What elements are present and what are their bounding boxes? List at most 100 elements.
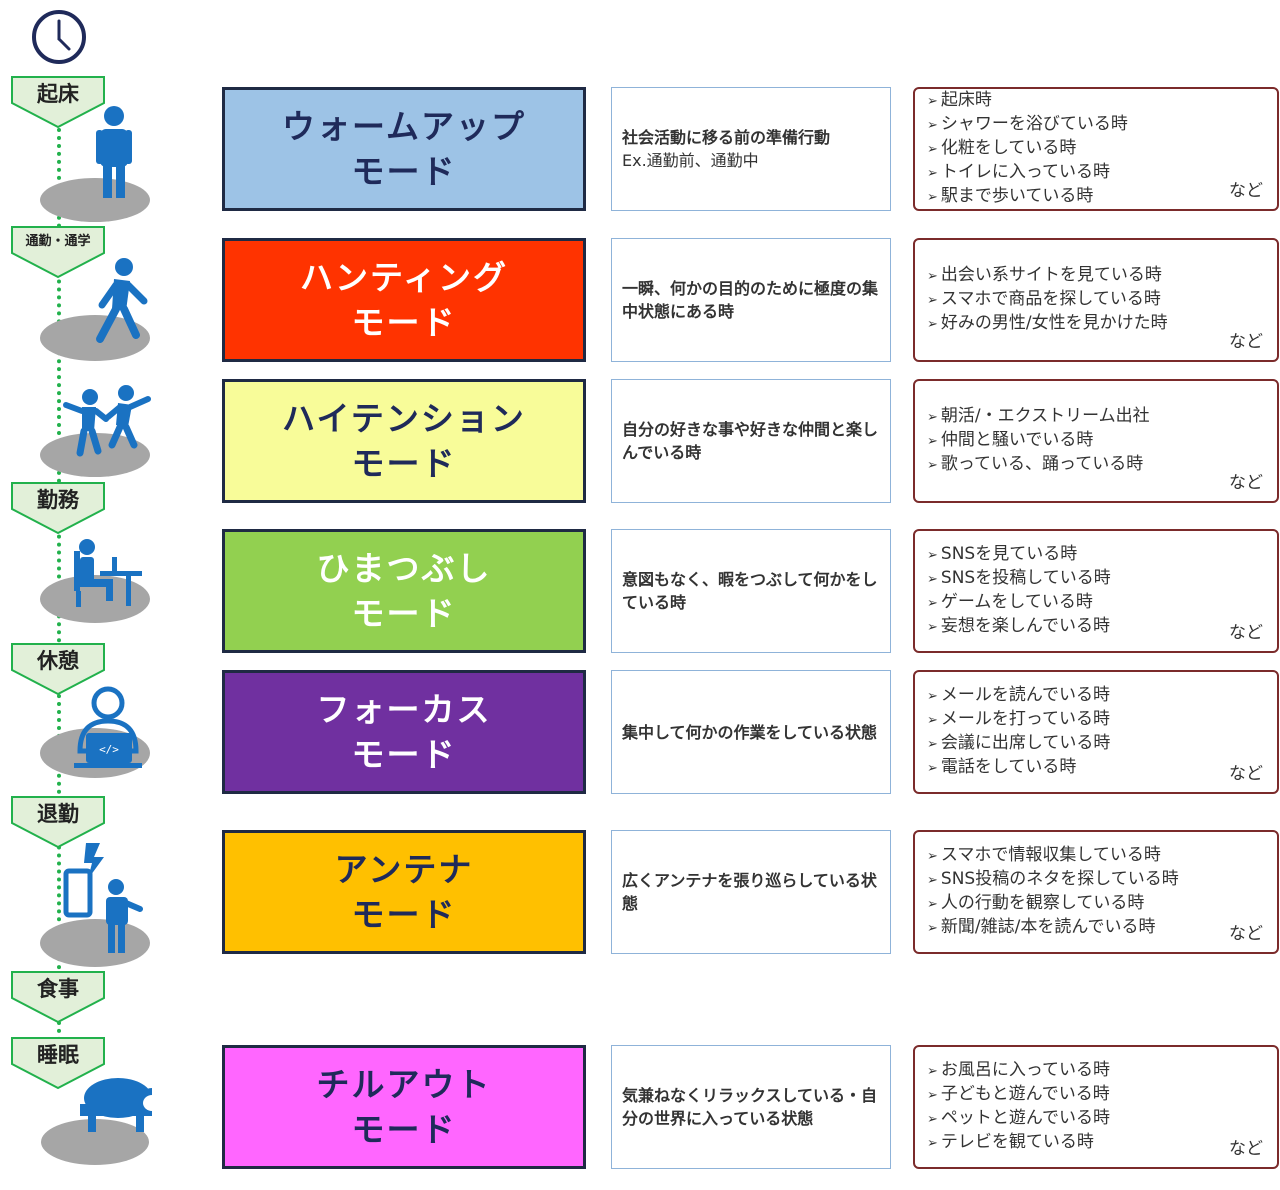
stage-label: 食事	[37, 977, 79, 1001]
sloth-icon	[40, 1060, 152, 1190]
stage-label: 勤務	[37, 488, 79, 512]
stage-label: 通勤・通学	[25, 234, 91, 249]
example-item: ➢仲間と騒いでいる時	[927, 429, 1277, 453]
example-text: シャワーを浴びている時	[940, 114, 1128, 134]
stage-label: 休憩	[37, 649, 79, 673]
description-main: 社会活動に移る前の準備行動	[622, 128, 831, 147]
etc-label: など	[1229, 924, 1263, 944]
example-text: 起床時	[940, 90, 992, 110]
arrow-bullet-icon: ➢	[927, 1088, 938, 1103]
example-item: ➢トイレに入っている時	[927, 161, 1277, 185]
mode-name: フォーカス モード	[316, 690, 492, 774]
examples-box: ➢SNSを見ている時➢SNSを投稿している時➢ゲームをしている時➢妄想を楽しんで…	[913, 529, 1279, 653]
example-list: ➢お風呂に入っている時➢子どもと遊んでいる時➢ペットと遊んでいる時➢テレビを観て…	[915, 1059, 1277, 1155]
mode-name: ひまつぶし モード	[316, 549, 492, 633]
arrow-bullet-icon: ➢	[927, 458, 938, 473]
examples-box: ➢起床時➢シャワーを浴びている時➢化粧をしている時➢トイレに入っている時➢駅まで…	[913, 87, 1279, 211]
stage-tag-meal: 食事	[10, 970, 106, 1024]
example-text: メールを打っている時	[940, 709, 1111, 729]
example-item: ➢SNSを投稿している時	[927, 567, 1277, 591]
mode-description: 広くアンテナを張り巡らしている状態	[611, 830, 891, 954]
example-list: ➢朝活/・エクストリーム出社➢仲間と騒いでいる時➢歌っている、踊っている時	[915, 405, 1277, 477]
arrow-bullet-icon: ➢	[927, 596, 938, 611]
walking-person-icon	[40, 253, 152, 383]
example-text: お風呂に入っている時	[940, 1060, 1111, 1080]
etc-label: など	[1229, 1139, 1263, 1159]
mode-name: ハイテンション モード	[282, 399, 526, 483]
example-item: ➢妄想を楽しんでいる時	[927, 615, 1277, 639]
etc-label: など	[1229, 473, 1263, 493]
examples-box: ➢メールを読んでいる時➢メールを打っている時➢会議に出席している時➢電話をしてい…	[913, 670, 1279, 794]
arrow-bullet-icon: ➢	[927, 118, 938, 133]
stage-tag-leave-work: 退勤	[10, 795, 106, 849]
example-item: ➢駅まで歩いている時	[927, 185, 1277, 209]
example-text: ペットと遊んでいる時	[940, 1108, 1111, 1128]
example-item: ➢会議に出席している時	[927, 732, 1277, 756]
mode-name: チルアウト モード	[316, 1065, 492, 1149]
example-item: ➢お風呂に入っている時	[927, 1059, 1277, 1083]
example-text: 会議に出席している時	[940, 733, 1111, 753]
mode-box-killing-time: ひまつぶし モード	[222, 529, 586, 653]
stage-tag-wake-up: 起床	[10, 75, 106, 129]
stage-tag-break: 休憩	[10, 642, 106, 696]
arrow-bullet-icon: ➢	[927, 410, 938, 425]
example-item: ➢人の行動を観察している時	[927, 892, 1277, 916]
arrow-bullet-icon: ➢	[927, 921, 938, 936]
arrow-bullet-icon: ➢	[927, 761, 938, 776]
smartphone-person-icon	[40, 843, 152, 973]
example-text: トイレに入っている時	[940, 162, 1111, 182]
example-list: ➢スマホで情報収集している時➢SNS投稿のネタを探している時➢人の行動を観察して…	[915, 844, 1277, 940]
example-text: 駅まで歩いている時	[940, 186, 1094, 206]
examples-box: ➢出会い系サイトを見ている時➢スマホで商品を探している時 ➢好みの男性/女性を見か…	[913, 238, 1279, 362]
arrow-bullet-icon: ➢	[927, 166, 938, 181]
arrow-bullet-icon: ➢	[927, 897, 938, 912]
description-main: 意図もなく、暇をつぶして何かをしている時	[622, 570, 878, 612]
dancing-people-icon	[40, 383, 152, 513]
stage-label: 起床	[37, 82, 79, 106]
example-item: ➢子どもと遊んでいる時	[927, 1083, 1277, 1107]
description-main: 一瞬、何かの目的のために極度の集中状態にある時	[622, 279, 879, 321]
arrow-bullet-icon: ➢	[927, 1112, 938, 1127]
example-text: SNS投稿のネタを探している時	[940, 869, 1179, 889]
example-text: 電話をしている時	[940, 757, 1077, 777]
example-item: ➢スマホで商品を探している時	[927, 288, 1277, 312]
mode-description: 集中して何かの作業をしている状態	[611, 670, 891, 794]
arrow-bullet-icon: ➢	[927, 317, 938, 332]
arrow-bullet-icon: ➢	[927, 873, 938, 888]
stage-tag-work: 勤務	[10, 481, 106, 535]
example-list: ➢SNSを見ている時➢SNSを投稿している時➢ゲームをしている時➢妄想を楽しんで…	[915, 543, 1277, 639]
mode-box-focus: フォーカス モード	[222, 670, 586, 794]
etc-label: など	[1229, 623, 1263, 643]
example-text: 新聞/雑誌/本を読んでいる時	[940, 917, 1156, 937]
example-item: ➢SNS投稿のネタを探している時	[927, 868, 1277, 892]
arrow-bullet-icon: ➢	[927, 849, 938, 864]
example-item: ➢起床時	[927, 89, 1277, 113]
mode-name: ハンティング モード	[299, 258, 509, 342]
example-text: スマホで情報収集している時	[940, 845, 1161, 865]
example-item: ➢メールを読んでいる時	[927, 684, 1277, 708]
description-main: 広くアンテナを張り巡らしている状態	[622, 871, 877, 913]
example-list: ➢メールを読んでいる時➢メールを打っている時➢会議に出席している時➢電話をしてい…	[915, 684, 1277, 780]
description-sub: Ex.通勤前、通勤中	[622, 151, 759, 170]
example-item: ➢歌っている、踊っている時	[927, 453, 1277, 477]
example-text: 好みの男性/女性を見かけた時	[940, 313, 1168, 333]
description-main: 集中して何かの作業をしている状態	[622, 722, 878, 742]
examples-box: ➢スマホで情報収集している時➢SNS投稿のネタを探している時➢人の行動を観察して…	[913, 830, 1279, 954]
example-text: 妄想を楽しんでいる時	[940, 616, 1111, 636]
example-item: ➢出会い系サイトを見ている時	[927, 264, 1277, 288]
etc-label: など	[1229, 332, 1263, 352]
stage-tag-sleep: 睡眠	[10, 1036, 106, 1090]
arrow-bullet-icon: ➢	[927, 713, 938, 728]
arrow-bullet-icon: ➢	[927, 190, 938, 205]
mode-name: アンテナ モード	[334, 850, 474, 934]
example-item: ➢メールを打っている時	[927, 708, 1277, 732]
arrow-bullet-icon: ➢	[927, 142, 938, 157]
example-text: 仲間と騒いでいる時	[940, 430, 1094, 450]
example-text: 子どもと遊んでいる時	[940, 1084, 1110, 1104]
example-text: SNSを投稿している時	[940, 568, 1111, 588]
laptop-user-icon: </>	[40, 683, 152, 813]
etc-label: など	[1229, 181, 1263, 201]
example-list: ➢出会い系サイトを見ている時➢スマホで商品を探している時 ➢好みの男性/女性を見か…	[915, 264, 1277, 336]
mode-description: 一瞬、何かの目的のために極度の集中状態にある時	[611, 238, 891, 362]
stage-label: 退勤	[37, 802, 79, 826]
